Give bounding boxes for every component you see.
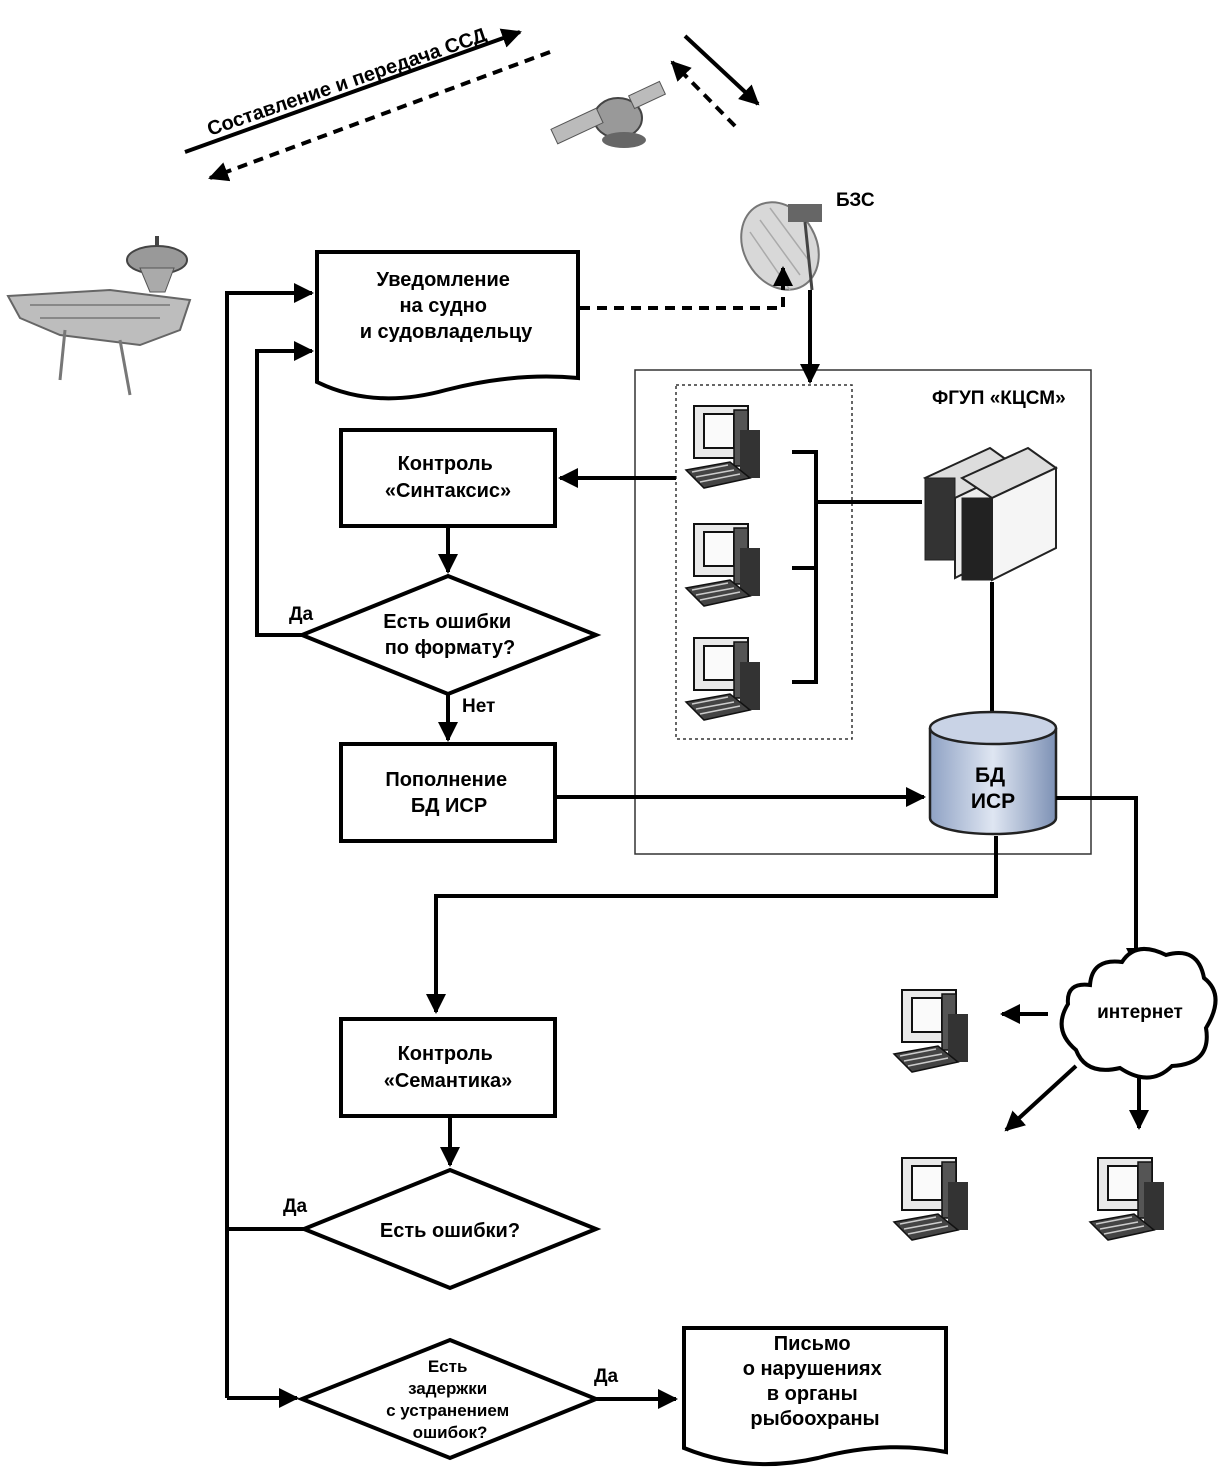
violation-letter-label: Письмо о нарушениях в органы рыбоохраны — [743, 1333, 888, 1430]
satellite-link-label: Составление и передача ССД — [204, 24, 489, 141]
workstation-icon — [685, 405, 761, 489]
notification-document — [315, 250, 580, 401]
center-container — [634, 369, 1092, 855]
errors-check-diamond — [298, 1167, 602, 1291]
semantic-control-label: Контроль «Семантика» — [384, 1043, 513, 1092]
delay-yes-label: Да — [594, 1366, 619, 1387]
format-check-label: Есть ошибки по формату? — [383, 611, 517, 659]
format-check-diamond — [296, 573, 602, 697]
violation-letter-document — [682, 1326, 948, 1467]
format-no-label: Нет — [462, 696, 495, 717]
workstation-icon — [685, 637, 761, 721]
errors-check-label: Есть ошибки? — [380, 1220, 520, 1242]
errors-yes-label: Да — [283, 1196, 308, 1217]
format-yes-label: Да — [289, 604, 314, 625]
db-update-label: Пополнение БД ИСР — [385, 769, 512, 817]
semantic-control-box — [339, 1017, 557, 1118]
delay-check-label: Есть задержки с устранением ошибок? — [386, 1357, 514, 1442]
delay-check-diamond — [296, 1337, 602, 1461]
satellite-link-arrows: Составление и передача ССД — [184, 24, 760, 182]
syntax-control-box — [339, 428, 557, 528]
db-update-box — [339, 742, 557, 843]
client-computer-icon — [893, 1157, 969, 1241]
satellite-icon — [550, 80, 667, 148]
station-label: БЗС — [836, 190, 875, 211]
workstation-group — [675, 384, 853, 740]
internet-label: интернет — [1097, 1002, 1183, 1023]
server-icon — [922, 446, 1058, 582]
ground-station-icon — [740, 201, 822, 291]
database-label: БД ИСР — [971, 764, 1015, 813]
feedback-to-notify-arrow — [225, 283, 314, 1229]
ship-icon — [6, 236, 192, 396]
notify-to-station-arrow — [580, 266, 793, 310]
database-cylinder — [928, 710, 1058, 836]
syntax-control-label: Контроль «Синтаксис» — [385, 453, 511, 502]
db-to-semantic-arrow — [426, 836, 998, 1014]
client-computer-icon — [893, 989, 969, 1073]
client-computer-icon — [1089, 1157, 1165, 1241]
internet-cloud — [1059, 946, 1218, 1080]
notification-label: Уведомление на судно и судовладельцу — [360, 269, 533, 343]
format-yes-arrow — [255, 341, 314, 637]
db-to-internet-arrow — [1056, 796, 1146, 968]
center-label: ФГУП «КЦСМ» — [932, 388, 1066, 409]
workstation-icon — [685, 523, 761, 607]
